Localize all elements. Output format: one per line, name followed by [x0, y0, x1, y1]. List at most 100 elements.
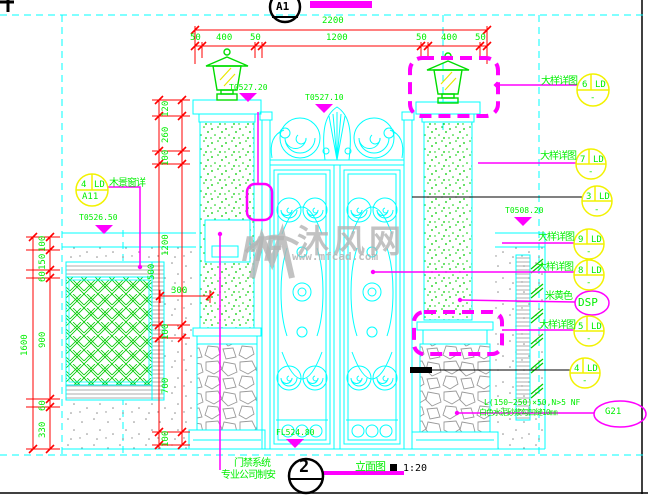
dim-top-seg: 50: [250, 33, 261, 43]
bubble-5-num: 5: [578, 322, 584, 332]
dim-mid-seg: 100: [161, 149, 171, 166]
level-left-pillar-top: T0527.20: [229, 83, 268, 92]
stone-spec-line1: L(150~250)×50,N>5 NF: [484, 398, 581, 407]
dim-mid-seg: 700: [161, 377, 171, 394]
dim-top-total: 2200: [322, 16, 344, 26]
drawing-title: 立面图: [355, 460, 386, 473]
section-ref-bubble-label: A1: [276, 0, 290, 13]
bubble-5-type: LD: [591, 322, 602, 332]
dim-extra: 500: [147, 263, 157, 280]
title-bubble-num: 2: [299, 457, 310, 477]
access-system-note-line1: 门禁系统: [234, 458, 271, 469]
dim-top-seg: 50: [190, 33, 201, 43]
dsp-ellipse: [574, 290, 610, 316]
level-floor: FL524.80: [276, 428, 315, 437]
dim-mid-seg: 100: [161, 430, 171, 447]
dim-top-seg: 1200: [326, 33, 348, 43]
dim-left-seg: 330: [38, 421, 48, 438]
dim-left-seg: 60: [38, 271, 48, 282]
right-lamp: [426, 52, 470, 104]
detail-note-8: 大样详图: [537, 262, 574, 273]
dim-left-seg: 150: [38, 253, 48, 270]
dim-left-seg: 900: [38, 331, 48, 348]
dim-top-seg: 50: [475, 33, 486, 43]
watermark-logo: MF: [243, 230, 284, 270]
bubble-8-num: 8: [578, 266, 584, 276]
window-detail-note: 木景窗详: [109, 178, 146, 189]
leaders-black: [410, 196, 583, 373]
detail-note-7: 大样详图: [540, 151, 577, 162]
dim-left-total: 1600: [20, 334, 30, 356]
bubble-6-num: 6: [582, 80, 588, 90]
dim-top-seg: 400: [216, 33, 233, 43]
bubble-window-sheet: A11: [82, 192, 99, 202]
left-lamp: [205, 48, 249, 101]
level-right-wall-top: T0508.20: [505, 206, 544, 215]
bubble-3-num: 3: [586, 192, 592, 202]
bubble-9-type: LD: [591, 235, 602, 245]
dim-top-seg: 400: [441, 33, 458, 43]
watermark-url: www.mfcad.com: [292, 250, 379, 263]
bubble-9-sheet: -: [586, 247, 592, 257]
bubble-3-sheet: -: [594, 205, 600, 215]
dim-mid-seg: 120: [161, 100, 171, 117]
dim-mid-seg: 260: [161, 126, 171, 143]
title-underline-bar: [322, 471, 404, 475]
left-pillar: [188, 99, 266, 450]
bubble-9-num: 9: [578, 235, 584, 245]
gate: [259, 106, 415, 450]
bubble-4-num: 4: [574, 364, 580, 374]
g21-ellipse: [593, 400, 647, 428]
beige-color-note: 米黄色: [545, 291, 573, 302]
right-wall: [495, 232, 546, 449]
bubble-3-type: LD: [599, 192, 610, 202]
watermark-site-name: 沐风网: [297, 222, 406, 260]
access-system-note-line2: 专业公司制安: [221, 470, 276, 481]
dsp-tag: DSP: [578, 296, 598, 309]
level-left-wall-top: T0526.50: [79, 213, 118, 222]
reference-bubbles: [268, 0, 325, 495]
bubble-8-type: LD: [591, 266, 602, 276]
bubble-8-sheet: -: [586, 278, 592, 288]
bubble-4-sheet: -: [582, 376, 588, 386]
detail-note-6: 大样详图: [541, 76, 578, 87]
dim-left-seg: 100: [38, 235, 48, 252]
bubble-6-type: LD: [595, 80, 606, 90]
detail-note-9: 大样详图: [538, 232, 575, 243]
hinge-highlight-box: [245, 182, 274, 222]
bubble-5-sheet: -: [586, 334, 592, 344]
dim-keypad-width: 300: [171, 286, 188, 296]
dimension-lines: [26, 25, 492, 454]
gate-left-leaf-scrollwork: [276, 197, 328, 438]
gate-top-ornament: [270, 106, 404, 161]
bubble-7-sheet: -: [588, 167, 594, 177]
watermark-logo-mark: [244, 223, 300, 279]
dim-mid-seg: 100: [161, 323, 171, 340]
bubble-7-type: LD: [593, 155, 604, 165]
detail-note-5: 大样详图: [539, 320, 576, 331]
drawing-scale: 1:20: [403, 463, 428, 474]
dim-mid-seg: 1200: [161, 234, 171, 256]
left-wall: [62, 232, 545, 450]
bubble-4-type: LD: [587, 364, 598, 374]
detail-bubbles: [75, 73, 613, 389]
gate-right-leaf-scrollwork: [346, 197, 398, 438]
level-gate-top: T0527.10: [305, 93, 344, 102]
elevation-triangles: [95, 93, 532, 448]
top-section-bar: [310, 1, 372, 8]
dim-left-seg: 60: [38, 400, 48, 411]
bubble-window-type: LD: [94, 180, 105, 190]
bubble-window-num: 4: [81, 180, 87, 190]
leaders-magenta: [95, 1, 647, 475]
stone-spec-line2: 白色水泥砂浆勾凹缝10㎜: [479, 408, 558, 417]
base-highlight-box: [412, 310, 504, 356]
diagonal-hatch-marks: [530, 258, 544, 399]
bubble-6-sheet: -: [590, 93, 596, 103]
bubble-7-num: 7: [580, 155, 586, 165]
right-pillar: [411, 101, 499, 450]
g21-tag: G21: [605, 407, 622, 417]
dim-top-seg: 50: [416, 33, 427, 43]
